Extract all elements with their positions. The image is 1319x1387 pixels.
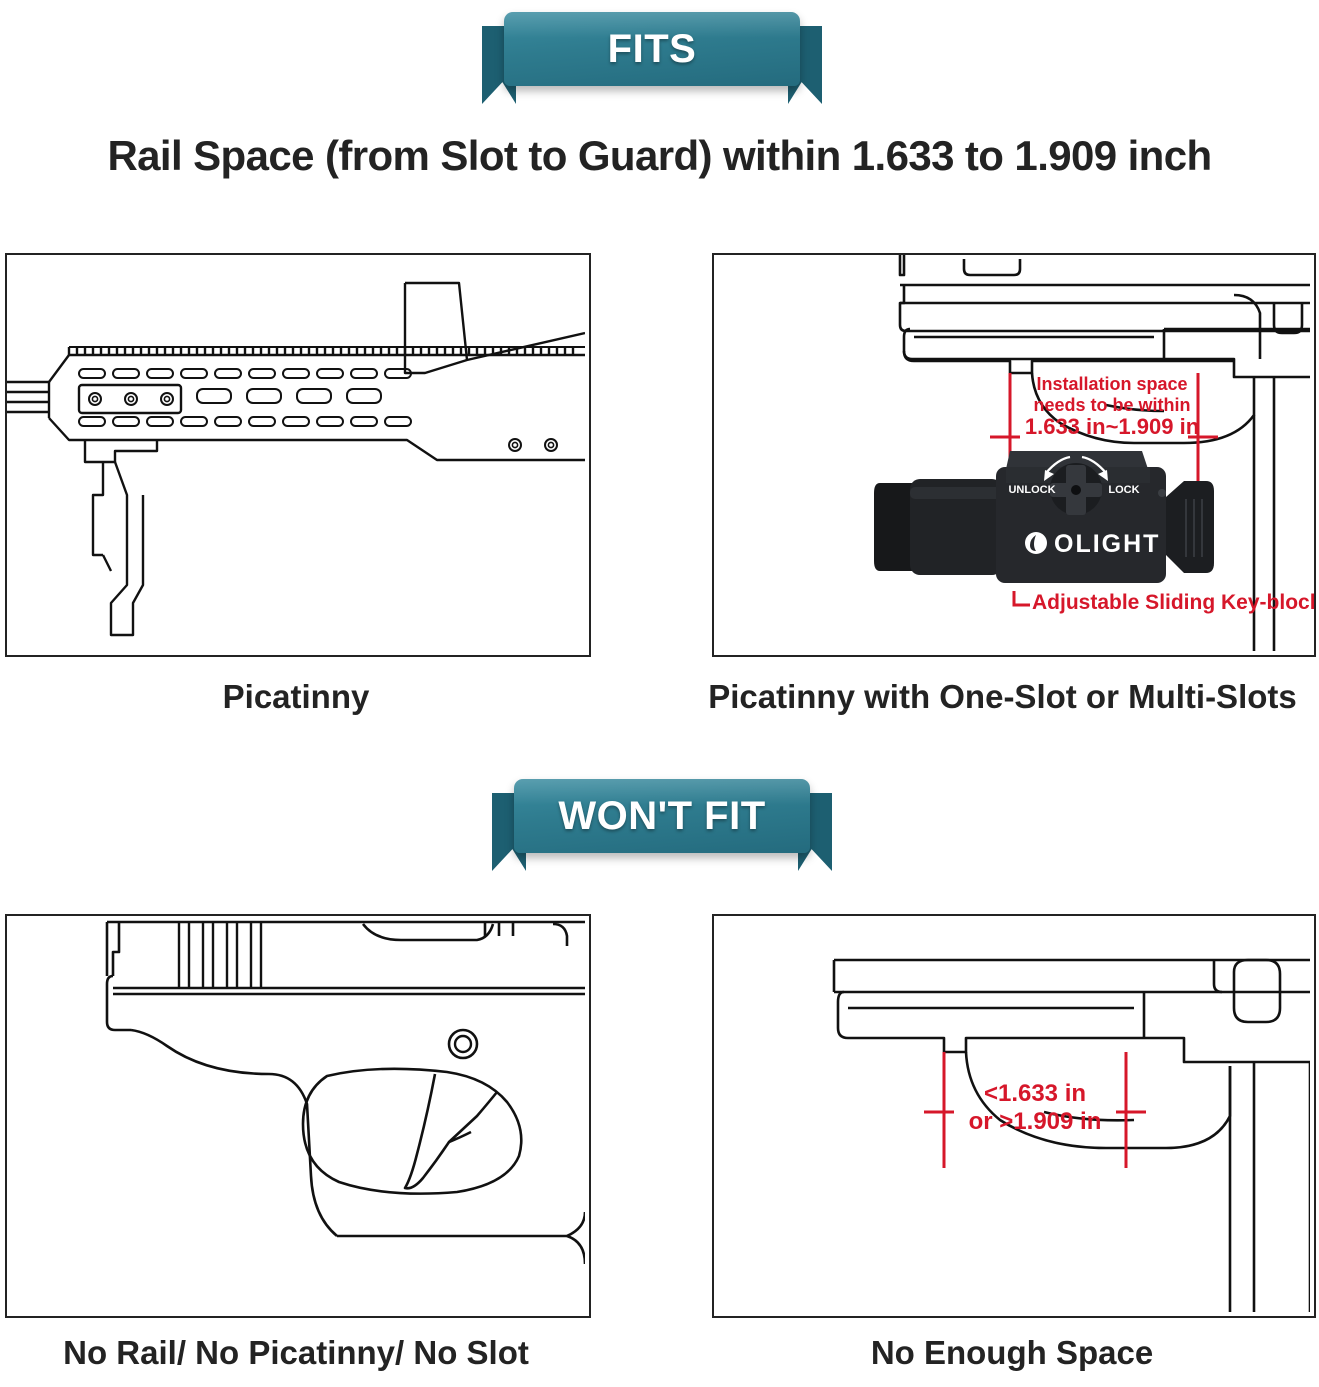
caption-no-rail: No Rail/ No Picatinny/ No Slot	[63, 1334, 529, 1371]
caption-picatinny-slots: Picatinny with One-Slot or Multi-Slots	[708, 678, 1297, 715]
panel-picatinny-slots: UNLOCK LOCK OLIGHT	[712, 253, 1316, 657]
pistol-no-rail-drawing	[105, 920, 585, 1265]
page-title: Rail Space (from Slot to Guard) within 1…	[107, 132, 1212, 179]
install-space-annotation: Installation space needs to be within 1.…	[1024, 374, 1200, 439]
caption-no-space: No Enough Space	[870, 1334, 1154, 1371]
wont-fit-banner: WON'T FIT	[492, 779, 832, 871]
panel-picatinny	[5, 253, 591, 657]
fits-banner: FITS	[482, 12, 822, 104]
panel-no-rail	[5, 914, 591, 1318]
pistol-insufficient-space-drawing	[832, 958, 1310, 1312]
space-limit-annotation: <1.633 in or >1.909 in	[968, 1080, 1102, 1135]
fits-banner-label: FITS	[607, 26, 697, 71]
unlock-label: UNLOCK	[1008, 484, 1055, 496]
weapon-light-illustration: UNLOCK LOCK OLIGHT	[874, 451, 1214, 583]
olight-brand: OLIGHT	[1054, 530, 1160, 558]
keyblock-leader	[1012, 591, 1030, 607]
rifle-line-drawing	[7, 281, 585, 637]
keyblock-annotation: Adjustable Sliding Key-block	[1032, 591, 1316, 614]
ribbon-body: WON'T FIT	[514, 779, 810, 853]
panel-no-space: <1.633 in or >1.909 in	[712, 914, 1316, 1318]
measurement-guides	[924, 1052, 1146, 1168]
wont-fit-banner-label: WON'T FIT	[558, 793, 766, 838]
caption-picatinny: Picatinny	[222, 678, 370, 715]
ribbon-body: FITS	[504, 12, 800, 86]
lock-label: LOCK	[1108, 484, 1139, 496]
pistol-with-rail-drawing: UNLOCK LOCK OLIGHT	[874, 255, 1310, 651]
